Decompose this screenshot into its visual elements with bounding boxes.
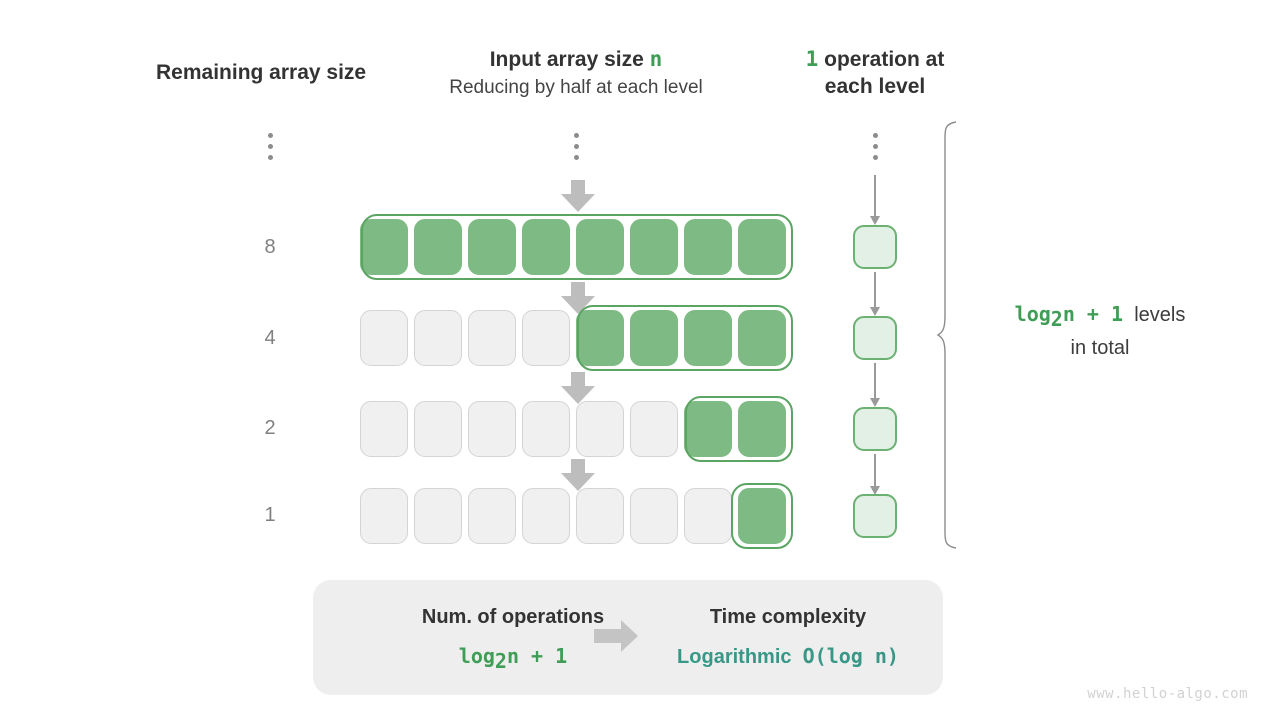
header-left-text: Remaining array size <box>156 61 367 84</box>
array-cell-discarded <box>468 488 516 544</box>
array-cell-active <box>414 219 462 275</box>
summary-complexity-notation: O(log n) <box>802 644 899 668</box>
array-row-level-2 <box>360 310 786 366</box>
op-connector-arrow-3 <box>870 454 880 495</box>
down-arrow-to-level-3 <box>561 372 595 404</box>
ellipsis-right-column <box>872 133 878 160</box>
array-cell-discarded <box>522 310 570 366</box>
header-right-variable-1: 1 <box>805 47 819 71</box>
summary-formula-log: log <box>458 644 495 668</box>
down-arrow-to-level-4 <box>561 459 595 491</box>
levels-caption-word: levels <box>1134 304 1186 326</box>
ellipsis-dot <box>872 144 878 149</box>
summary-complexity-word: Logarithmic <box>677 646 792 668</box>
summary-complexity-column: Time complexity Logarithmic O(log n) <box>643 602 933 673</box>
summary-complexity-value: Logarithmic O(log n) <box>643 641 933 673</box>
header-middle-subtitle: Reducing by half at each level <box>449 76 703 98</box>
array-row-level-4 <box>360 488 786 544</box>
array-cell-discarded <box>522 401 570 457</box>
ellipsis-dot <box>573 144 579 149</box>
array-cell-discarded <box>468 401 516 457</box>
array-row-level-3 <box>360 401 786 457</box>
array-cell-discarded <box>414 488 462 544</box>
array-cell-active <box>576 219 624 275</box>
operation-box-level-3 <box>853 407 897 451</box>
array-cell-discarded <box>360 488 408 544</box>
header-middle-title: Input array size n <box>410 46 742 74</box>
levels-total-caption: log2n + 1 levels in total <box>985 300 1215 363</box>
operation-box-level-1 <box>853 225 897 269</box>
array-cell-discarded <box>522 488 570 544</box>
array-cell-active <box>468 219 516 275</box>
watermark: www.hello-algo.com <box>1087 686 1248 702</box>
down-arrow-to-level-2 <box>561 282 595 314</box>
array-row-level-1 <box>360 219 786 275</box>
array-cell-active <box>684 310 732 366</box>
array-cell-discarded <box>414 310 462 366</box>
levels-formula-base: 2 <box>1050 307 1063 331</box>
ellipsis-dot <box>573 133 579 138</box>
down-arrow-to-level-1 <box>561 180 595 212</box>
header-right-line1: 1 operation at <box>782 46 968 74</box>
levels-formula-log: log <box>1014 302 1051 326</box>
array-cell-discarded <box>414 401 462 457</box>
header-middle-variable-n: n <box>649 47 663 71</box>
row-label-level-3: 2 <box>264 417 276 439</box>
array-cell-discarded <box>684 488 732 544</box>
summary-formula-rest: n + 1 <box>506 644 568 668</box>
summary-panel: Num. of operations log2n + 1 Time comple… <box>313 580 943 695</box>
summary-operations-column: Num. of operations log2n + 1 <box>343 602 683 677</box>
levels-brace <box>936 120 962 555</box>
array-cell-active <box>630 219 678 275</box>
header-operations-per-level: 1 operation at each level <box>782 46 968 101</box>
summary-right-arrow-icon <box>594 620 638 652</box>
array-cell-active <box>630 310 678 366</box>
array-cell-active <box>522 219 570 275</box>
op-connector-arrow-0 <box>870 175 880 225</box>
array-cell-discarded <box>360 310 408 366</box>
header-right-line2: each level <box>824 74 926 98</box>
operation-box-level-4 <box>853 494 897 538</box>
array-cell-active <box>738 219 786 275</box>
array-cell-active <box>684 219 732 275</box>
row-label-level-4: 1 <box>264 504 276 526</box>
operation-box-level-2 <box>853 316 897 360</box>
op-connector-arrow-1 <box>870 272 880 316</box>
ellipsis-left-column <box>267 133 273 160</box>
row-label-level-1: 8 <box>264 236 276 258</box>
array-cell-active <box>360 219 408 275</box>
header-remaining-array-size: Remaining array size <box>156 60 366 87</box>
ellipsis-dot <box>267 133 273 138</box>
ellipsis-dot <box>267 144 273 149</box>
array-cell-discarded <box>630 401 678 457</box>
row-label-level-2: 4 <box>264 327 276 349</box>
levels-caption-line2: in total <box>1070 337 1130 359</box>
header-right-line1-text: operation at <box>818 48 945 71</box>
ellipsis-dot <box>872 155 878 160</box>
array-cell-active <box>738 310 786 366</box>
array-cell-discarded <box>576 401 624 457</box>
ellipsis-middle-column <box>573 133 579 160</box>
header-input-array-size: Input array size n Reducing by half at e… <box>410 46 742 100</box>
array-cell-discarded <box>630 488 678 544</box>
array-cell-active <box>738 401 786 457</box>
summary-complexity-title: Time complexity <box>709 606 867 628</box>
ellipsis-dot <box>573 155 579 160</box>
levels-formula-rest: n + 1 <box>1062 302 1124 326</box>
summary-operations-formula: log2n + 1 <box>343 641 683 677</box>
array-cell-discarded <box>468 310 516 366</box>
summary-formula-base: 2 <box>494 649 507 673</box>
array-cell-discarded <box>576 488 624 544</box>
array-cell-active <box>738 488 786 544</box>
levels-formula-line: log2n + 1 levels <box>985 300 1215 334</box>
header-middle-title-text: Input array size <box>489 48 650 71</box>
op-connector-arrow-2 <box>870 363 880 407</box>
array-cell-active <box>684 401 732 457</box>
summary-operations-title: Num. of operations <box>421 606 605 628</box>
array-cell-discarded <box>360 401 408 457</box>
ellipsis-dot <box>267 155 273 160</box>
array-cell-active <box>576 310 624 366</box>
ellipsis-dot <box>872 133 878 138</box>
